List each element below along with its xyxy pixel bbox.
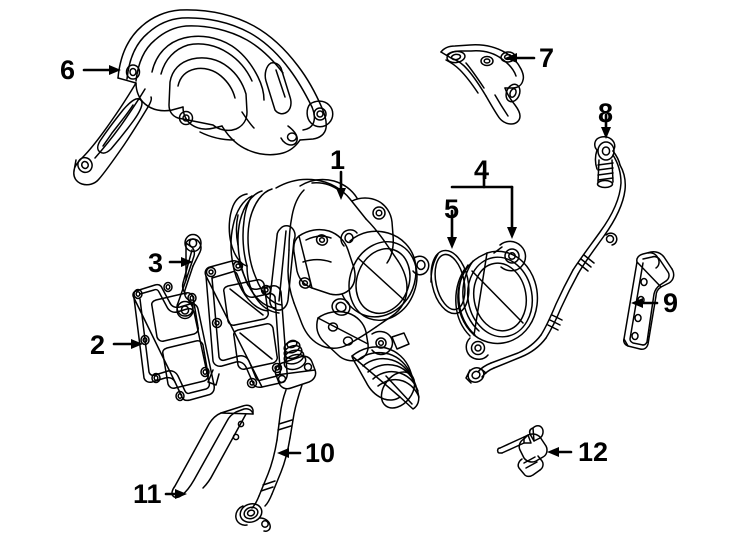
callout-label-9: 9 xyxy=(663,288,679,318)
part-air-outlet-elbow xyxy=(455,240,539,360)
part-support-strut xyxy=(176,233,202,320)
part-oil-feed-line xyxy=(465,136,626,384)
callout-label-1: 1 xyxy=(330,145,346,175)
callout-label-11: 11 xyxy=(133,479,162,509)
callout-label-7: 7 xyxy=(539,43,555,73)
part-turbocharger-gasket xyxy=(132,281,215,402)
callout-label-12: 12 xyxy=(578,437,609,467)
part-mounting-bracket xyxy=(440,44,525,125)
callout-label-6: 6 xyxy=(60,55,76,85)
callout-label-5: 5 xyxy=(444,194,460,224)
callout-label-8: 8 xyxy=(598,98,614,128)
part-oil-line-fitting xyxy=(496,425,548,478)
callout-leaders xyxy=(82,53,659,499)
callout-label-2: 2 xyxy=(90,330,106,360)
part-drain-tube-heat-shield xyxy=(171,404,254,499)
turbo-mount-flange xyxy=(204,260,288,389)
part-turbocharger xyxy=(228,178,430,410)
part-oil-return-tube xyxy=(235,339,317,532)
part-lower-heat-shield-strip xyxy=(623,251,675,350)
part-upper-heat-shield xyxy=(73,9,334,186)
callout-label-10: 10 xyxy=(305,438,336,468)
callout-label-3: 3 xyxy=(148,248,164,278)
callout-label-4: 4 xyxy=(474,155,490,185)
part-o-ring-seal xyxy=(430,249,470,315)
